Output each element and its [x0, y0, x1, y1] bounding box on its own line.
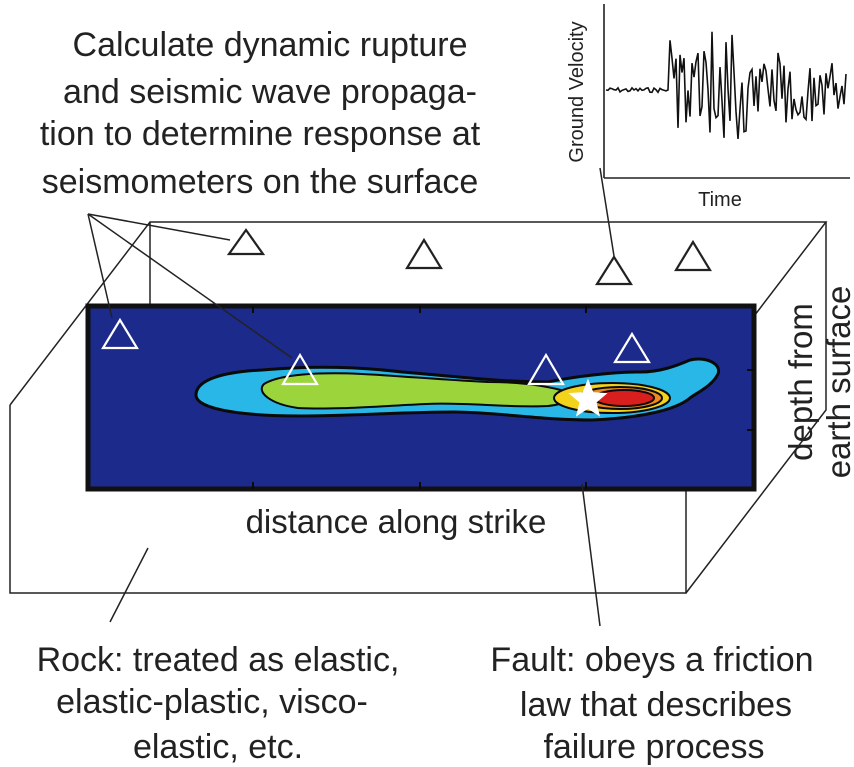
pointer-line: [581, 483, 601, 627]
station-triangle-icon: [595, 254, 633, 286]
distance-axis-label: distance along strike: [246, 503, 547, 540]
caption-top-line-4: seismometers on the surface: [42, 163, 479, 201]
depth-axis-label-line-1: depth from: [782, 303, 819, 461]
seismogram-xlabel: Time: [698, 189, 742, 211]
fault-caption-line-1: Fault: obeys a friction: [490, 641, 813, 679]
seismogram-ylabel: Ground Velocity: [566, 21, 588, 162]
station-triangle-icon: [527, 352, 565, 386]
pointer-line: [109, 547, 149, 623]
box-right-face: [685, 222, 827, 594]
rock-caption-line-2: elastic-plastic, visco-: [56, 683, 368, 721]
pointer-line: [87, 213, 293, 359]
slip-contour-red: [593, 389, 655, 407]
fault-caption-line-3: failure process: [543, 728, 764, 766]
depth-axis-label-line-2: earth surface: [820, 286, 854, 479]
station-triangle-icon: [674, 239, 712, 272]
seismogram-trace: [605, 31, 847, 140]
caption-top-line-2: and seismic wave propaga-: [63, 73, 477, 111]
station-triangle-icon: [281, 352, 319, 386]
rock-caption-line-1: Rock: treated as elastic,: [37, 641, 400, 679]
pointer-line: [599, 167, 615, 257]
box-front-face: [9, 405, 687, 594]
caption-top-line-3: tion to determine response at: [40, 115, 481, 153]
fault-caption-line-2: law that describes: [520, 686, 792, 724]
rock-caption-line-3: elastic, etc.: [133, 728, 303, 766]
station-triangle-icon: [613, 331, 651, 364]
hypocenter-star-icon: [568, 378, 608, 417]
seismogram-inset: Ground Velocity Time: [566, 4, 850, 211]
station-triangle-icon: [226, 228, 266, 256]
caption-top-line-1: Calculate dynamic rupture: [73, 26, 468, 64]
pointer-line: [87, 213, 231, 241]
station-triangle-icon: [405, 237, 443, 270]
fault-plane: [85, 303, 757, 492]
station-triangle-icon: [101, 317, 139, 350]
pointer-line: [87, 213, 113, 319]
